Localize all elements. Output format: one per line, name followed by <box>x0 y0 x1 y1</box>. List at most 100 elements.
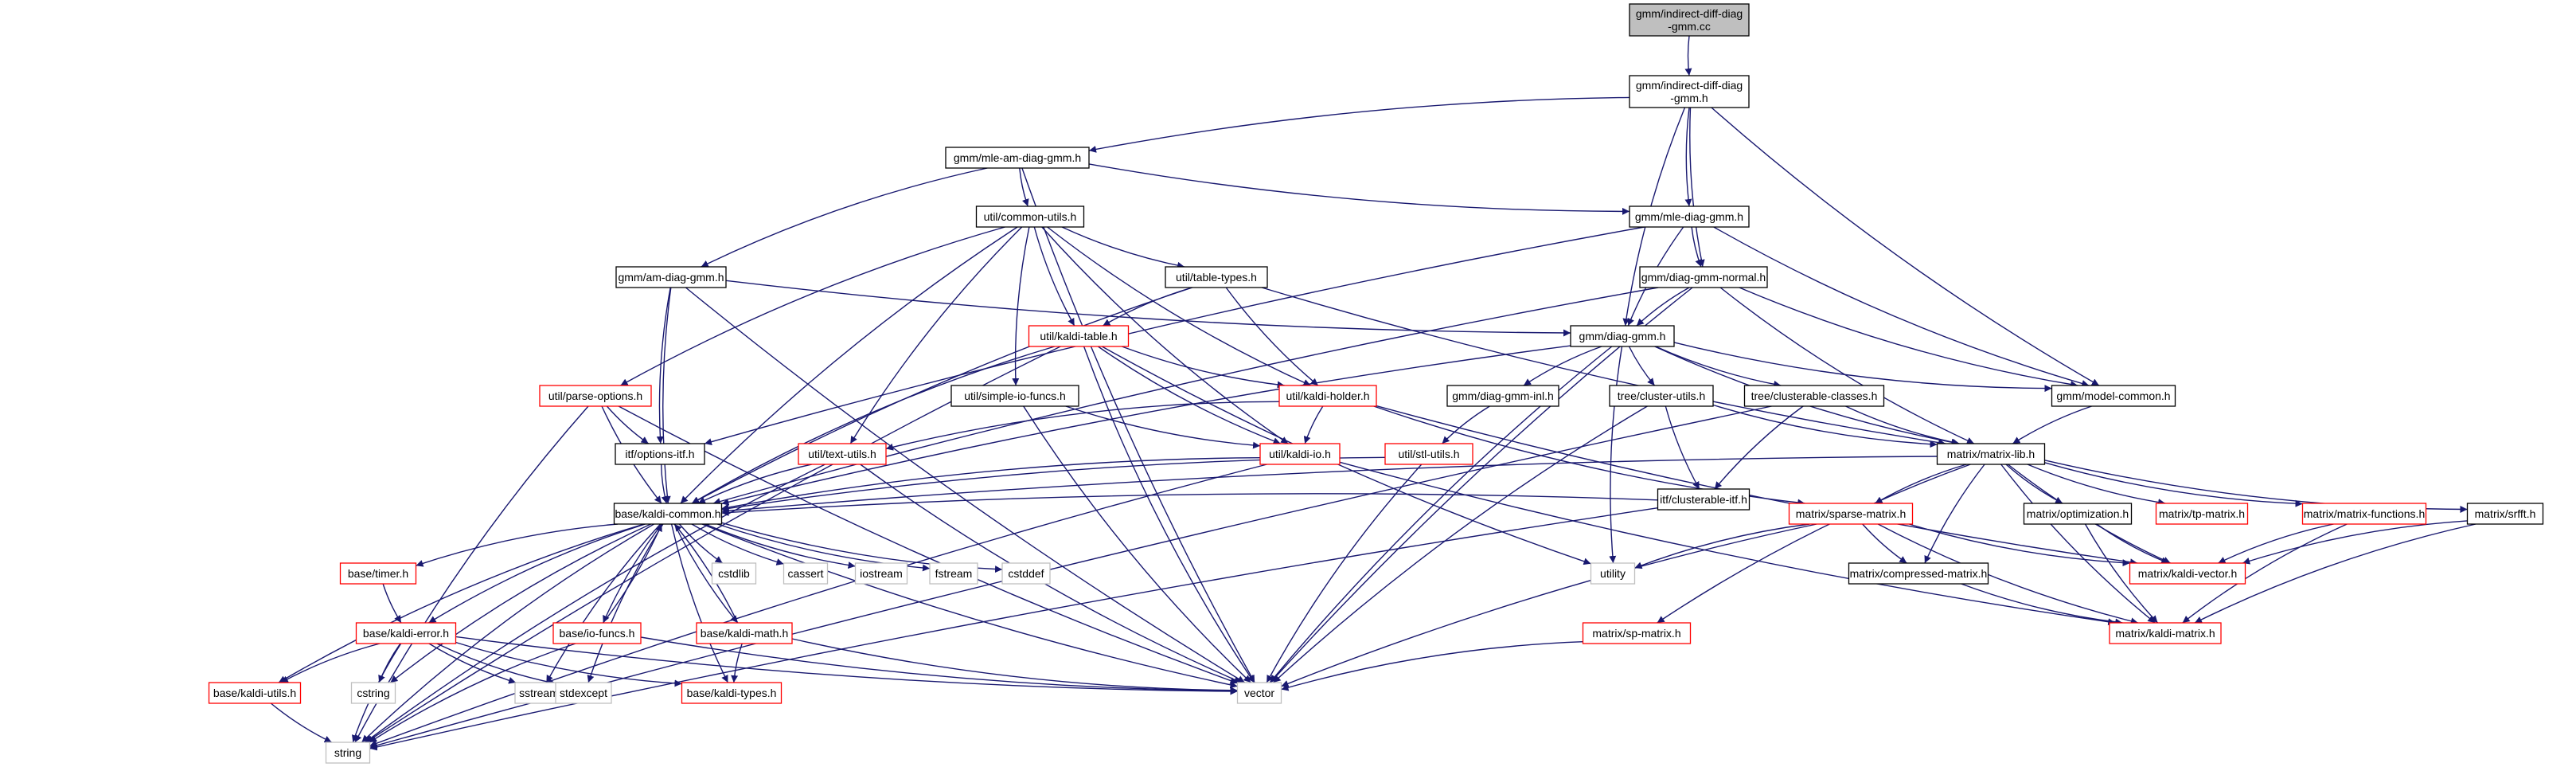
node-label: util/common-utils.h <box>984 210 1077 223</box>
edge-diag_gmm-to-utility <box>1609 346 1623 564</box>
node-box <box>613 503 723 525</box>
node-table-types[interactable]: util/table-types.h <box>1165 266 1268 288</box>
node-label: gmm/am-diag-gmm.h <box>618 271 724 284</box>
node-box <box>1629 75 1750 108</box>
node-matrix-lib[interactable]: matrix/matrix-lib.h <box>1936 443 2046 465</box>
node-box <box>2466 503 2544 525</box>
node-simple-io[interactable]: util/simple-io-funcs.h <box>950 385 1079 407</box>
edge-am_diag-to-kaldi_common <box>662 287 672 504</box>
node-label: tree/clusterable-classes.h <box>1751 389 1878 402</box>
node-box <box>1629 3 1750 37</box>
node-box <box>1278 385 1377 407</box>
edge-optimization-to-kaldi_vector <box>2096 523 2169 564</box>
edge-kaldi_error-to-kaldi_types <box>455 641 682 687</box>
node-kaldi-io[interactable]: util/kaldi-io.h <box>1259 443 1341 465</box>
node-label: matrix/tp-matrix.h <box>2159 507 2245 520</box>
node-common-utils[interactable]: util/common-utils.h <box>975 205 1085 228</box>
node-sparse-matrix[interactable]: matrix/sparse-matrix.h <box>1788 503 1914 525</box>
node-srfft[interactable]: matrix/srfft.h <box>2466 503 2544 525</box>
edge-indirect_h-to-mle_diag <box>1684 107 1692 207</box>
edge-diag_normal-to-model_common <box>1739 287 2078 388</box>
node-kaldi-table[interactable]: util/kaldi-table.h <box>1028 325 1130 347</box>
edge-model_common-to-matrix_lib <box>2012 405 2092 444</box>
edge-root-to-indirect_h <box>1684 35 1692 76</box>
edge-kaldi_utils-to-string <box>270 702 333 743</box>
node-kaldi-utils[interactable]: base/kaldi-utils.h <box>208 682 302 704</box>
edge-common_utils-to-table_types <box>1061 226 1185 269</box>
node-box <box>350 682 396 704</box>
node-mle-diag[interactable]: gmm/mle-diag-gmm.h <box>1629 205 1750 228</box>
node-stl-utils[interactable]: util/stl-utils.h <box>1384 443 1473 465</box>
edge-matrix_lib-to-kaldi_matrix <box>2000 464 2156 624</box>
edge-kaldi_common-to-cstring <box>389 523 651 683</box>
node-text-utils[interactable]: util/text-utils.h <box>798 443 887 465</box>
node-box <box>539 385 652 407</box>
node-diag-normal[interactable]: gmm/diag-gmm-normal.h <box>1639 266 1768 288</box>
edge-clusterable_itf-to-string <box>369 507 1658 751</box>
node-cluster-utils[interactable]: tree/cluster-utils.h <box>1609 385 1714 407</box>
node-label: base/timer.h <box>348 567 408 580</box>
node-box <box>208 682 302 704</box>
edge-sparse_matrix-to-kaldi_matrix <box>1877 523 2138 625</box>
edge-mle_diag-to-options_itf <box>704 226 1645 445</box>
edge-kaldi_common-to-kaldi_utils <box>278 523 645 683</box>
node-label: matrix/matrix-functions.h <box>2304 507 2425 520</box>
node-kaldi-math[interactable]: base/kaldi-math.h <box>696 622 793 644</box>
node-optimization[interactable]: matrix/optimization.h <box>2023 503 2133 525</box>
node-box <box>1639 266 1768 288</box>
node-io-funcs[interactable]: base/io-funcs.h <box>552 622 642 644</box>
edge-diag_normal-to-kaldi_common <box>712 287 1659 505</box>
node-label: itf/options-itf.h <box>625 448 694 460</box>
node-clusterable-itf[interactable]: itf/clusterable-itf.h <box>1657 488 1751 511</box>
node-cstdlib: cstdlib <box>711 562 757 585</box>
edge-kaldi_common-to-cstdlib <box>678 523 724 564</box>
node-kaldi-common[interactable]: base/kaldi-common.h <box>613 503 723 525</box>
edge-sparse_matrix-to-kaldi_vector <box>1909 523 2130 567</box>
edge-stl_utils-to-kaldi_common <box>721 456 1386 512</box>
edge-kaldi_common-to-cstddef <box>721 522 1003 573</box>
node-box <box>1743 385 1885 407</box>
node-compressed[interactable]: matrix/compressed-matrix.h <box>1848 562 1989 585</box>
node-label: gmm/diag-gmm-inl.h <box>1452 389 1554 402</box>
node-string: string <box>325 742 371 764</box>
node-label: gmm/indirect-diff-diag <box>1636 79 1743 92</box>
node-tp-matrix[interactable]: matrix/tp-matrix.h <box>2155 503 2249 525</box>
node-mle-am[interactable]: gmm/mle-am-diag-gmm.h <box>945 147 1090 169</box>
edge-kaldi_math-to-kaldi_common <box>673 523 739 624</box>
node-clusterable-classes[interactable]: tree/clusterable-classes.h <box>1743 385 1885 407</box>
edge-kaldi_common-to-iostream <box>704 523 856 569</box>
node-sp-matrix[interactable]: matrix/sp-matrix.h <box>1582 622 1692 644</box>
node-label: matrix/kaldi-vector.h <box>2138 567 2237 580</box>
edge-am_diag-to-options_itf <box>656 287 671 444</box>
node-kaldi-matrix[interactable]: matrix/kaldi-matrix.h <box>2109 622 2222 644</box>
node-label: base/kaldi-types.h <box>687 687 777 699</box>
node-model-common[interactable]: gmm/model-common.h <box>2051 385 2176 407</box>
node-kaldi-vector[interactable]: matrix/kaldi-vector.h <box>2129 562 2246 585</box>
edge-table_types-to-kaldi_holder <box>1225 287 1319 386</box>
node-kaldi-holder[interactable]: util/kaldi-holder.h <box>1278 385 1377 407</box>
node-box <box>783 562 829 585</box>
node-box <box>1590 562 1636 585</box>
node-options-itf[interactable]: itf/options-itf.h <box>615 443 705 465</box>
node-parse-options[interactable]: util/parse-options.h <box>539 385 652 407</box>
node-label: string <box>334 746 361 759</box>
node-indirect-h[interactable]: gmm/indirect-diff-diag-gmm.h <box>1629 75 1750 108</box>
edge-kaldi_common-to-kaldi_types <box>670 523 729 683</box>
edge-kaldi_math-to-kaldi_types <box>731 643 743 683</box>
node-am-diag[interactable]: gmm/am-diag-gmm.h <box>615 266 727 288</box>
node-kaldi-error[interactable]: base/kaldi-error.h <box>355 622 457 644</box>
node-label: gmm/indirect-diff-diag <box>1636 7 1743 20</box>
node-diag-gmm[interactable]: gmm/diag-gmm.h <box>1570 325 1675 347</box>
node-diag-inl[interactable]: gmm/diag-gmm-inl.h <box>1446 385 1559 407</box>
node-kaldi-types[interactable]: base/kaldi-types.h <box>681 682 783 704</box>
edge-kaldi_common-to-string <box>361 523 654 743</box>
node-label: vector <box>1244 687 1274 699</box>
node-box <box>681 682 783 704</box>
node-timer[interactable]: base/timer.h <box>339 562 417 585</box>
node-label: util/parse-options.h <box>548 389 642 402</box>
edge-indirect_h-to-diag_normal <box>1689 107 1705 268</box>
node-matrix-functions[interactable]: matrix/matrix-functions.h <box>2301 503 2427 525</box>
node-box <box>854 562 908 585</box>
edge-optimization-to-kaldi_matrix <box>2084 523 2159 624</box>
